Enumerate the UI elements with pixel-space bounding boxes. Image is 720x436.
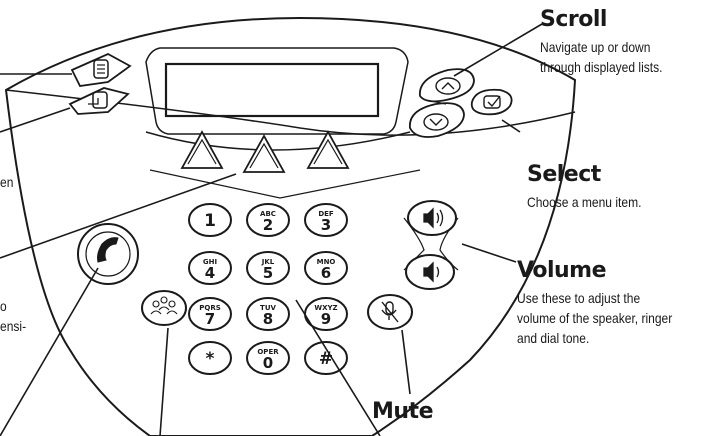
select-button[interactable] xyxy=(470,88,513,116)
microphone-muted-icon xyxy=(381,301,399,323)
key-letters: OPER xyxy=(257,348,279,356)
display-bezel xyxy=(145,47,409,135)
left-callout-fragment-1: en xyxy=(0,174,14,190)
select-callout: Select Choose a menu item. xyxy=(527,163,660,212)
key-digit: 1 xyxy=(204,211,216,231)
key-digit: 6 xyxy=(321,264,331,282)
volume-up-button[interactable] xyxy=(407,200,457,236)
speakerphone-button[interactable] xyxy=(77,223,139,285)
softkey-panel-lower xyxy=(149,169,421,199)
checkmark-icon xyxy=(483,95,501,109)
speaker-soft-icon xyxy=(423,261,440,283)
key-digit: 9 xyxy=(321,310,331,328)
key-digit: 4 xyxy=(205,264,215,282)
key-letters: WXYZ xyxy=(314,304,337,312)
key-digit: 3 xyxy=(321,216,331,234)
left-callout-fragment-3: ensi- xyxy=(0,318,27,334)
exit-arrow-icon xyxy=(92,91,108,109)
lcd-screen xyxy=(164,62,380,118)
handset-icon xyxy=(97,237,119,263)
key-1[interactable]: 1 xyxy=(188,203,232,237)
scroll-down-button[interactable] xyxy=(409,102,465,138)
volume-down-button[interactable] xyxy=(405,254,455,290)
scroll-title: Scroll xyxy=(540,7,607,32)
key-letters: PQRS xyxy=(199,304,221,312)
mute-button[interactable] xyxy=(367,294,413,330)
key-pound[interactable]: # xyxy=(304,341,348,375)
key-digit: 0 xyxy=(263,354,273,372)
key-digit: 2 xyxy=(263,216,273,234)
volume-desc-line-2: volume of the speaker, ringer xyxy=(517,310,673,327)
softkey-left[interactable] xyxy=(180,130,224,169)
chevron-up-icon xyxy=(441,82,455,90)
select-title: Select xyxy=(527,162,601,187)
exit-button[interactable] xyxy=(68,87,130,115)
mute-title: Mute xyxy=(372,399,434,424)
key-digit: 8 xyxy=(263,310,273,328)
key-star[interactable]: * xyxy=(188,341,232,375)
key-digit: # xyxy=(319,349,333,369)
conference-button[interactable] xyxy=(141,290,187,326)
key-digit: * xyxy=(206,349,215,369)
key-digit: 7 xyxy=(205,310,215,328)
key-letters: DEF xyxy=(318,210,334,218)
scroll-desc-line-1: Navigate up or down xyxy=(540,39,651,56)
volume-callout: Volume Use these to adjust the volume of… xyxy=(517,259,698,348)
volume-desc-line-1: Use these to adjust the xyxy=(517,290,641,307)
scroll-callout: Scroll Navigate up or down through displ… xyxy=(540,8,682,77)
left-callout-fragment-2: o xyxy=(0,298,7,314)
key-letters: JKL xyxy=(261,258,275,266)
mute-callout: Mute xyxy=(372,399,434,424)
leader-lines xyxy=(0,23,543,436)
volume-desc-line-3: and dial tone. xyxy=(517,330,590,347)
key-digit: 5 xyxy=(263,264,273,282)
softkey-right[interactable] xyxy=(306,130,350,169)
menu-list-icon xyxy=(93,59,109,79)
softkey-panel xyxy=(145,131,411,151)
conference-people-icon xyxy=(150,296,178,315)
key-letters: ABC xyxy=(260,210,276,218)
volume-title: Volume xyxy=(517,258,606,283)
speaker-loud-icon xyxy=(423,207,444,229)
softkey-middle[interactable] xyxy=(242,134,286,173)
phone-body-outline xyxy=(4,16,577,436)
key-letters: GHI xyxy=(203,258,217,266)
scroll-desc-line-2: through displayed lists. xyxy=(540,59,663,76)
select-desc: Choose a menu item. xyxy=(527,194,642,211)
scroll-up-button[interactable] xyxy=(419,68,475,103)
key-letters: MNO xyxy=(317,258,336,266)
menu-button[interactable] xyxy=(70,52,132,87)
key-letters: TUV xyxy=(260,304,276,312)
chevron-down-icon xyxy=(429,118,443,126)
